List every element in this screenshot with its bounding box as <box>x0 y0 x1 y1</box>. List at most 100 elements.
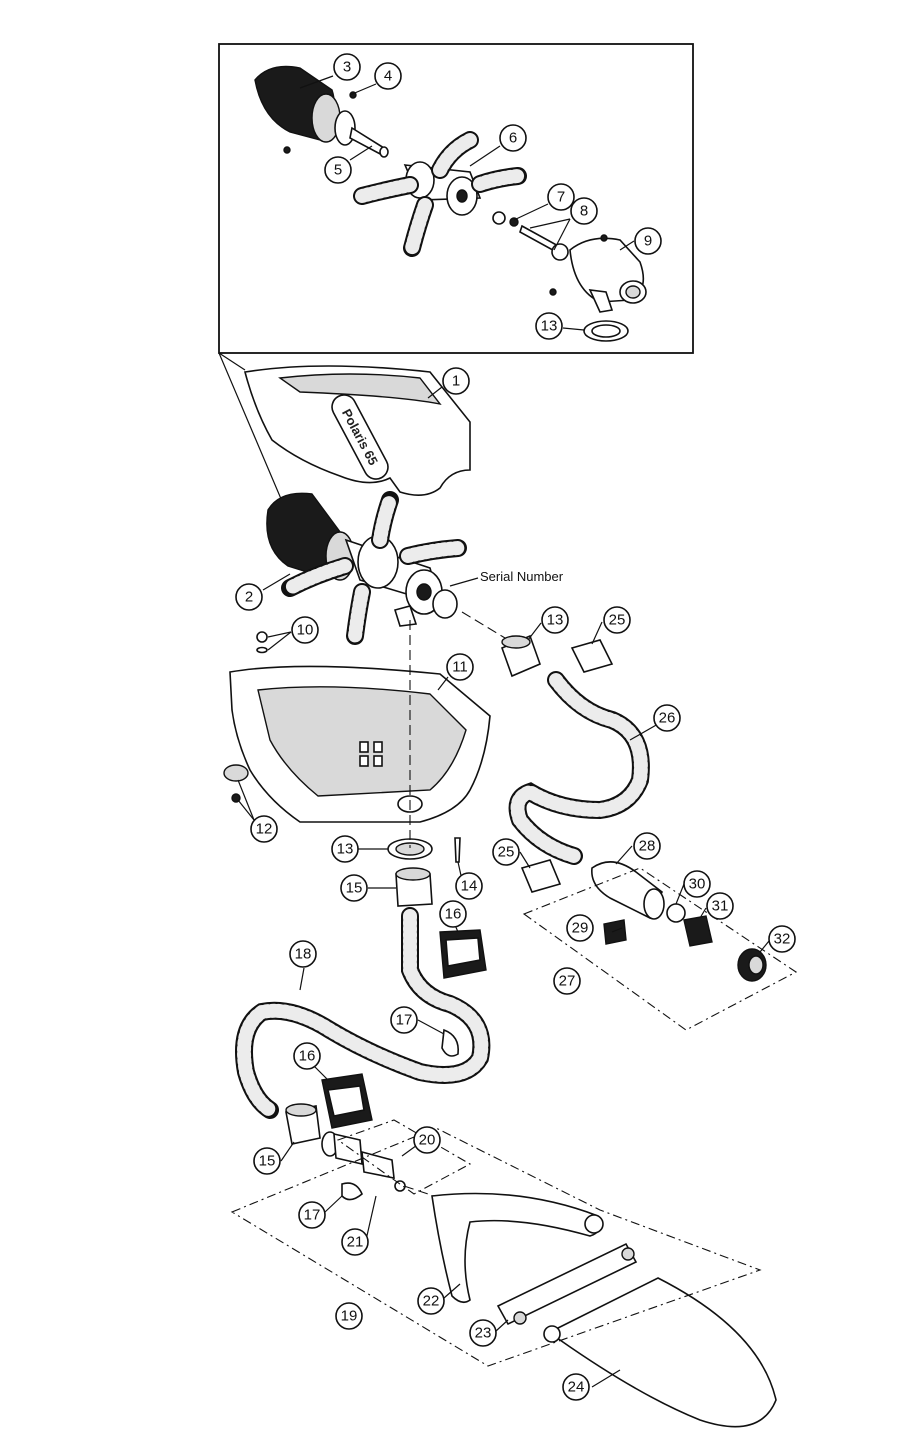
float-lower-part <box>321 1073 373 1129</box>
svg-text:30: 30 <box>689 876 706 893</box>
callout-26: 26 <box>653 704 681 732</box>
tail-bar-part <box>496 1242 638 1326</box>
callout-17-upper: 17 <box>390 1006 418 1034</box>
screw-part <box>454 837 461 863</box>
callout-15-upper: 15 <box>340 874 368 902</box>
callout-10: 10 <box>291 616 319 644</box>
svg-text:6: 6 <box>509 130 517 147</box>
inset-connector-right <box>218 352 246 371</box>
callout-3: 3 <box>333 53 361 81</box>
callout-19: 19 <box>335 1302 363 1330</box>
callout-12: 12 <box>250 815 278 843</box>
back-up-valve-body-part <box>591 861 665 920</box>
svg-text:15: 15 <box>259 1153 276 1170</box>
svg-text:13: 13 <box>337 841 354 858</box>
svg-text:25: 25 <box>498 844 515 861</box>
callout-5: 5 <box>324 156 352 184</box>
callout-7: 7 <box>547 183 575 211</box>
svg-text:31: 31 <box>712 898 729 915</box>
svg-text:28: 28 <box>639 838 656 855</box>
tail-frame-part <box>431 1192 604 1304</box>
bumper-part <box>223 764 249 782</box>
svg-text:8: 8 <box>580 203 588 220</box>
svg-text:24: 24 <box>568 1379 585 1396</box>
hose-sleeve-lower-part <box>520 859 562 893</box>
callout-31: 31 <box>706 892 734 920</box>
svg-text:16: 16 <box>299 1048 316 1065</box>
swivel-nut-part <box>395 867 433 907</box>
svg-text:13: 13 <box>547 612 564 629</box>
svg-text:2: 2 <box>245 589 253 606</box>
hose-clip-upper-part <box>441 1028 460 1057</box>
callout-13-hose: 13 <box>541 606 569 634</box>
svg-text:17: 17 <box>396 1012 413 1029</box>
callout-24: 24 <box>562 1373 590 1401</box>
valve-adapter-part <box>603 919 627 945</box>
svg-text:23: 23 <box>475 1325 492 1342</box>
callout-32: 32 <box>768 925 796 953</box>
screw-washer-part <box>256 631 268 654</box>
inset-screws <box>283 91 608 296</box>
svg-text:15: 15 <box>346 880 363 897</box>
svg-text:5: 5 <box>334 162 342 179</box>
hose-nut-part <box>500 634 542 678</box>
callout-1: 1 <box>442 367 470 395</box>
callout-17-lower: 17 <box>298 1201 326 1229</box>
inset-manifold-part <box>353 131 527 257</box>
callout-25-lower: 25 <box>492 838 520 866</box>
inset-motor-part <box>254 65 389 158</box>
tail-swivel-group-outline <box>336 1119 472 1195</box>
svg-text:18: 18 <box>295 946 312 963</box>
inset-connector-left <box>218 352 291 521</box>
svg-text:9: 9 <box>644 233 652 250</box>
svg-text:14: 14 <box>461 878 478 895</box>
callout-28: 28 <box>633 832 661 860</box>
tail-assembly-group-outline <box>230 1127 762 1367</box>
svg-text:17: 17 <box>304 1207 321 1224</box>
hose-axis-line <box>461 611 506 639</box>
jet-nozzle-part <box>683 915 713 947</box>
callout-30: 30 <box>683 870 711 898</box>
callout-22: 22 <box>417 1287 445 1315</box>
callout-16-lower: 16 <box>293 1042 321 1070</box>
callout-6: 6 <box>499 124 527 152</box>
callout-18: 18 <box>289 940 317 968</box>
hose-clip-lower-part <box>341 1182 363 1201</box>
callout-15-lower: 15 <box>253 1147 281 1175</box>
callout-20: 20 <box>413 1126 441 1154</box>
callout-16-upper: 16 <box>439 900 467 928</box>
callout-13-pan: 13 <box>331 835 359 863</box>
callout-14: 14 <box>455 872 483 900</box>
base-pan-part <box>229 665 491 823</box>
svg-text:4: 4 <box>384 68 392 85</box>
tail-scrubber-part <box>543 1277 777 1428</box>
svg-text:29: 29 <box>572 920 589 937</box>
svg-text:32: 32 <box>774 931 791 948</box>
detail-inset-box <box>218 43 694 354</box>
svg-text:3: 3 <box>343 59 351 76</box>
tail-swivel-part <box>321 1131 406 1192</box>
inset-housing-part <box>569 237 647 313</box>
svg-text:25: 25 <box>609 612 626 629</box>
svg-text:7: 7 <box>557 189 565 206</box>
swivel-nut-lower-part <box>285 1103 321 1145</box>
svg-text:1: 1 <box>452 373 460 390</box>
callout-2: 2 <box>235 583 263 611</box>
back-up-valve-group-outline <box>522 867 798 1031</box>
svg-text:13: 13 <box>541 318 558 335</box>
o-ring-part <box>666 903 686 923</box>
svg-text:21: 21 <box>347 1234 364 1251</box>
callout-13-inset: 13 <box>535 312 563 340</box>
svg-text:27: 27 <box>559 973 576 990</box>
hose-sleeve-upper-part <box>570 639 614 673</box>
svg-text:22: 22 <box>423 1293 440 1310</box>
float-upper-part <box>439 929 487 979</box>
inset-ball-part <box>492 211 506 225</box>
top-cover-part: Polaris 65 <box>244 365 471 496</box>
callout-23: 23 <box>469 1319 497 1347</box>
motor-assembly-part <box>266 491 467 645</box>
callout-29: 29 <box>566 914 594 942</box>
callout-27: 27 <box>553 967 581 995</box>
serial-number-label: Serial Number <box>480 569 564 584</box>
